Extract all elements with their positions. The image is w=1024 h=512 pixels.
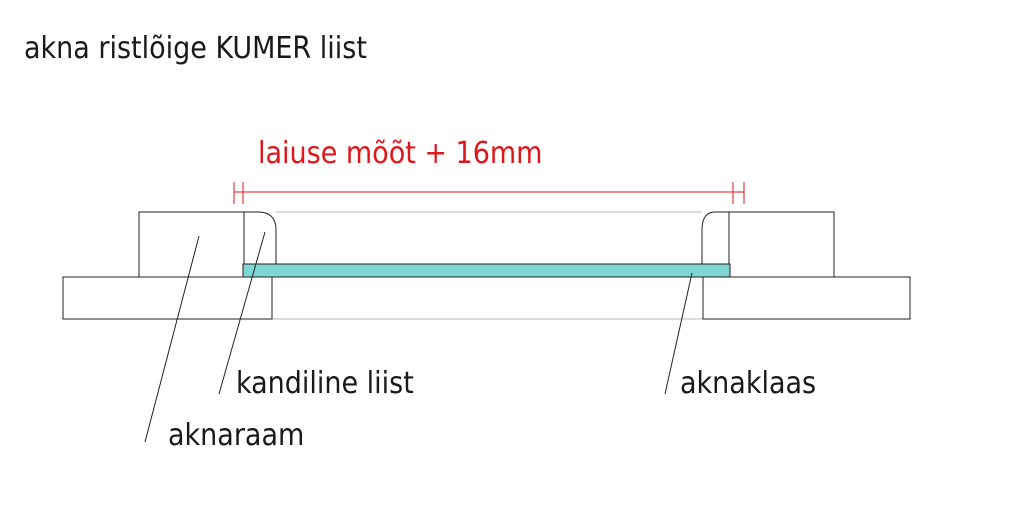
right-window-frame — [702, 211, 911, 320]
left-window-frame — [62, 211, 273, 320]
right-frame-sill — [702, 276, 911, 320]
label-glass: aknaklaas — [680, 366, 816, 401]
glass-pane — [242, 263, 731, 278]
leader-frame — [144, 235, 200, 443]
leader-bead — [218, 231, 266, 395]
diagram-title: akna ristlõige KUMER liist — [24, 31, 367, 66]
left-glazing-bead — [243, 211, 277, 265]
left-frame-sill — [62, 276, 273, 320]
dimension-line — [233, 182, 745, 204]
left-frame-upright — [138, 211, 245, 278]
leader-glass — [664, 272, 693, 395]
dimension-label: laiuse mõõt + 16mm — [258, 136, 542, 171]
label-bead: kandiline liist — [236, 366, 414, 401]
right-glazing-bead — [701, 211, 730, 265]
label-frame: aknaraam — [168, 418, 304, 453]
right-frame-upright — [728, 211, 835, 278]
